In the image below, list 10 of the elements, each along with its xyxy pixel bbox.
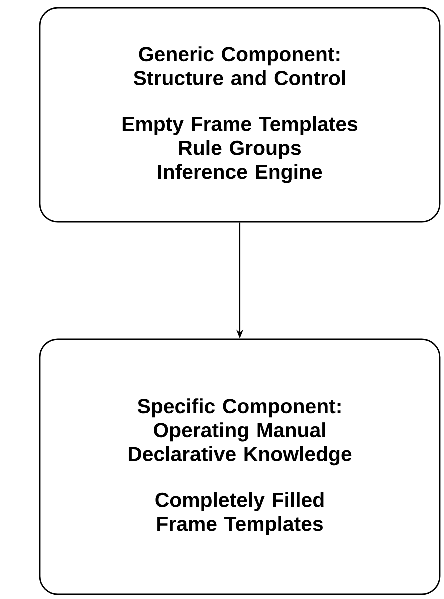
label-text: Operating Manual [154,422,326,442]
label-text: Specific Component: [138,398,341,418]
label-text: Empty Frame Templates [122,116,358,136]
rounded-box [39,338,441,596]
rounded-box [39,7,441,223]
label-text: Inference Engine [158,164,322,184]
label-text: Rule Groups [180,140,301,160]
label-text: Declarative Knowledge [129,446,352,466]
label-text: Generic Component: Structure and Control [134,46,346,86]
label-text: Completely Filled Frame Templates [156,492,324,536]
